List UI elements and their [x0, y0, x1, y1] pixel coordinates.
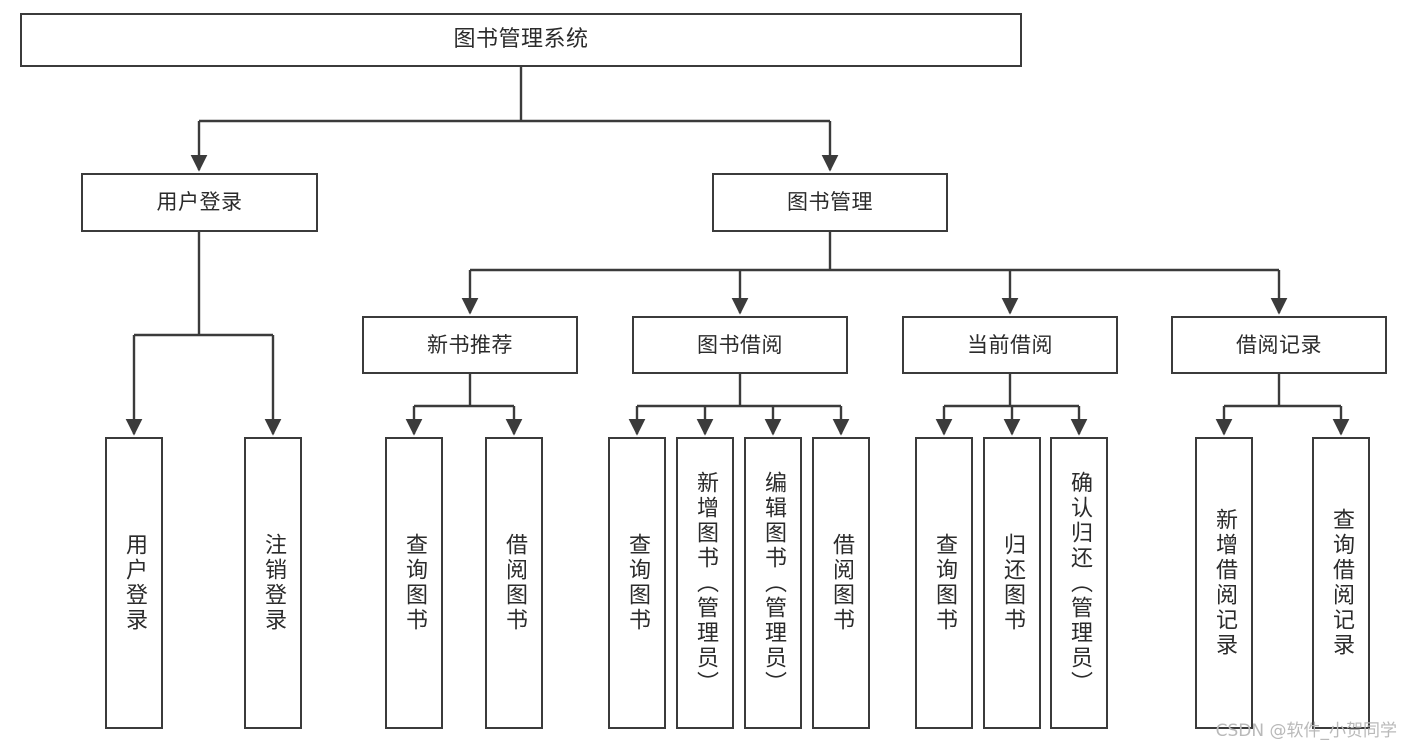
node-user-login[interactable]: 用户登录: [81, 173, 318, 232]
node-current-borrow[interactable]: 当前借阅: [902, 316, 1118, 374]
node-label: 图书借阅: [697, 332, 783, 357]
node-label: 借阅图书: [829, 533, 854, 633]
node-label: 查询借阅记录: [1329, 508, 1354, 658]
node-label: 当前借阅: [967, 332, 1053, 357]
node-label: 新增借阅记录: [1212, 508, 1237, 658]
node-label: 归还图书: [1000, 533, 1025, 633]
node-book-management-system[interactable]: 图书管理系统: [20, 13, 1022, 67]
node-label: 查询图书: [932, 533, 957, 633]
node-leaf-borrow-book-2[interactable]: 借阅图书: [812, 437, 870, 729]
node-label: 用户登录: [156, 190, 243, 215]
node-book-borrow[interactable]: 图书借阅: [632, 316, 848, 374]
node-leaf-logout[interactable]: 注销登录: [244, 437, 302, 729]
node-label: 查询图书: [402, 533, 427, 633]
node-leaf-borrow-book-1[interactable]: 借阅图书: [485, 437, 543, 729]
node-label: 查询图书: [625, 533, 650, 633]
node-label: 编辑图书（管理员）: [761, 470, 786, 696]
node-label: 图书管理系统: [453, 27, 589, 53]
node-new-book-recommend[interactable]: 新书推荐: [362, 316, 578, 374]
node-leaf-confirm-return[interactable]: 确认归还（管理员）: [1050, 437, 1108, 729]
node-book-manage[interactable]: 图书管理: [712, 173, 948, 232]
node-label: 借阅记录: [1236, 332, 1322, 357]
node-label: 确认归还（管理员）: [1067, 470, 1092, 696]
node-label: 借阅图书: [502, 533, 527, 633]
node-label: 用户登录: [122, 533, 147, 633]
node-label: 注销登录: [261, 533, 286, 633]
node-label: 新书推荐: [427, 332, 513, 357]
node-leaf-query-book-2[interactable]: 查询图书: [608, 437, 666, 729]
watermark-text: CSDN @软件_小贺同学: [1215, 721, 1397, 741]
node-leaf-add-record[interactable]: 新增借阅记录: [1195, 437, 1253, 729]
node-label: 新增图书（管理员）: [693, 470, 718, 696]
node-leaf-edit-book[interactable]: 编辑图书（管理员）: [744, 437, 802, 729]
node-borrow-record[interactable]: 借阅记录: [1171, 316, 1387, 374]
node-label: 图书管理: [787, 190, 873, 215]
node-leaf-return-book[interactable]: 归还图书: [983, 437, 1041, 729]
node-leaf-user-login[interactable]: 用户登录: [105, 437, 163, 729]
node-leaf-add-book[interactable]: 新增图书（管理员）: [676, 437, 734, 729]
node-leaf-query-book-1[interactable]: 查询图书: [385, 437, 443, 729]
node-leaf-query-record[interactable]: 查询借阅记录: [1312, 437, 1370, 729]
node-leaf-query-book-3[interactable]: 查询图书: [915, 437, 973, 729]
